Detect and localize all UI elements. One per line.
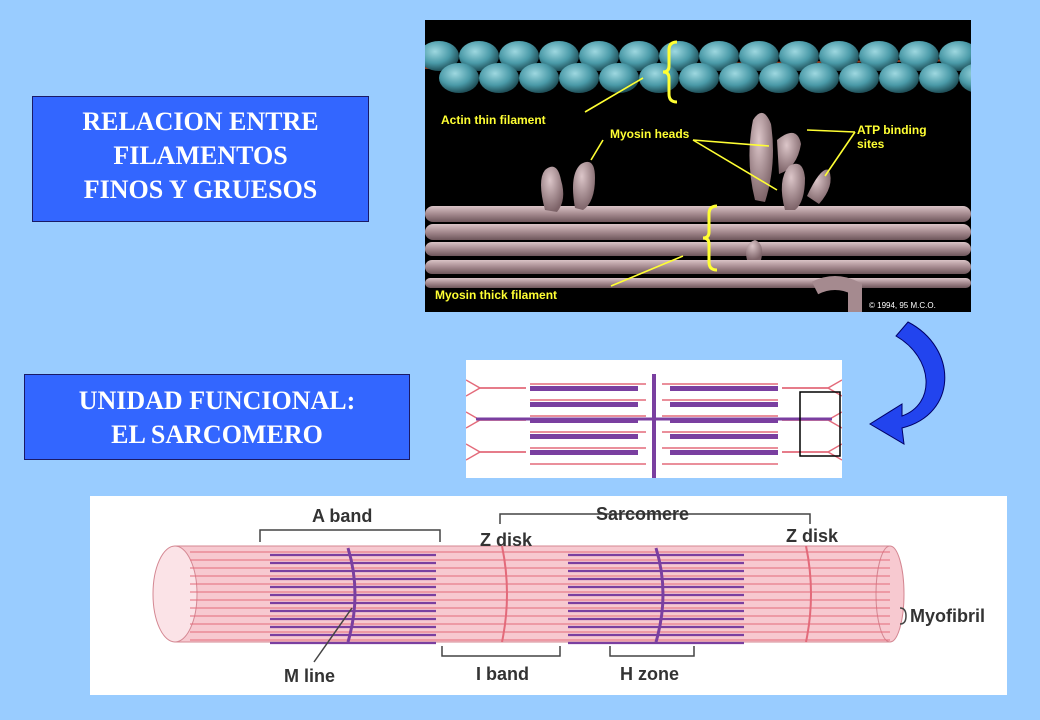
thin-filament	[782, 379, 843, 389]
myosin-heads-label: Myosin heads	[610, 127, 690, 141]
thin-filament	[465, 387, 526, 397]
thick-filament	[530, 386, 638, 391]
actin-bead	[539, 41, 579, 71]
z-disk-right-label: Z disk	[786, 526, 839, 546]
myofibril-label: Myofibril	[910, 606, 985, 626]
actin-bead	[859, 41, 899, 71]
title-line: FINOS Y GRUESOS	[83, 175, 318, 204]
m-line-curve	[346, 547, 357, 643]
title-box-relacion: RELACION ENTRE FILAMENTOS FINOS Y GRUESO…	[32, 96, 369, 222]
actin-bead	[799, 63, 839, 93]
atp-label-line2: sites	[857, 137, 885, 151]
thick-filament-label: Myosin thick filament	[435, 288, 557, 302]
actin-label: Actin thin filament	[441, 113, 546, 127]
actin-bead	[439, 63, 479, 93]
title-line: FILAMENTOS	[113, 141, 288, 170]
thick-filament	[670, 450, 778, 455]
actin-bead	[819, 41, 859, 71]
title-line: EL SARCOMERO	[111, 420, 323, 449]
actin-bead	[639, 63, 679, 93]
actin-bead	[839, 63, 879, 93]
actin-bead	[719, 63, 759, 93]
actin-filament	[419, 41, 999, 93]
thin-filament	[782, 443, 843, 453]
actin-bead	[519, 63, 559, 93]
actin-bead	[679, 63, 719, 93]
actin-bead	[499, 41, 539, 71]
thick-filament	[670, 402, 778, 407]
myosin-thick-filament	[425, 206, 971, 318]
actin-bead	[899, 41, 939, 71]
zoom-box	[799, 391, 841, 457]
copyright-text: © 1994, 95 M.C.O.	[869, 301, 936, 310]
actin-bead	[459, 41, 499, 71]
sarcomere-label: Sarcomere	[596, 504, 689, 524]
thin-filament	[465, 419, 526, 429]
actin-bead	[939, 41, 979, 71]
actin-bead	[759, 63, 799, 93]
actin-bead	[739, 41, 779, 71]
thick-filament	[670, 386, 778, 391]
thin-filament	[465, 451, 526, 461]
actin-bead	[479, 63, 519, 93]
actin-bead	[699, 41, 739, 71]
actin-bead	[579, 41, 619, 71]
actin-bead	[779, 41, 819, 71]
thick-filament-bracket	[702, 204, 718, 272]
thick-filament	[670, 434, 778, 439]
thick-filament	[530, 450, 638, 455]
thin-filament	[782, 451, 843, 461]
thick-filament	[530, 434, 638, 439]
z-disk-right-curve	[805, 545, 812, 643]
actin-bead	[599, 63, 639, 93]
atp-label-line1: ATP binding	[857, 123, 927, 137]
label-brackets	[259, 513, 907, 663]
thin-filament	[782, 419, 843, 429]
thin-filament	[782, 387, 843, 397]
title-line: UNIDAD FUNCIONAL:	[78, 386, 356, 415]
actin-bead	[419, 41, 459, 71]
title-box-unidad: UNIDAD FUNCIONAL: EL SARCOMERO	[24, 374, 410, 460]
i-band-label: I band	[476, 664, 529, 684]
thick-filament	[530, 402, 638, 407]
sarcomere-schematic	[465, 360, 843, 478]
actin-bead	[919, 63, 959, 93]
actin-bracket	[662, 40, 678, 104]
label-pointers	[584, 77, 856, 287]
actin-myosin-illustration: Actin thin filament Myosin heads ATP bin…	[419, 20, 999, 318]
m-line-label: M line	[284, 666, 335, 686]
h-zone-label: H zone	[620, 664, 679, 684]
actin-bead	[879, 63, 919, 93]
actin-bead	[559, 63, 599, 93]
z-disk-left-label: Z disk	[480, 530, 533, 550]
a-band-label: A band	[312, 506, 372, 526]
myosin-heads	[541, 112, 831, 260]
title-line: RELACION ENTRE	[82, 107, 319, 136]
thin-filament	[465, 443, 526, 453]
actin-bead	[619, 41, 659, 71]
curved-arrow-icon	[869, 321, 946, 445]
z-disk-left-curve	[501, 545, 508, 643]
myofibril-diagram: A band Sarcomere Z disk Z disk Myofibril…	[90, 496, 1007, 695]
thin-filament	[465, 379, 526, 389]
